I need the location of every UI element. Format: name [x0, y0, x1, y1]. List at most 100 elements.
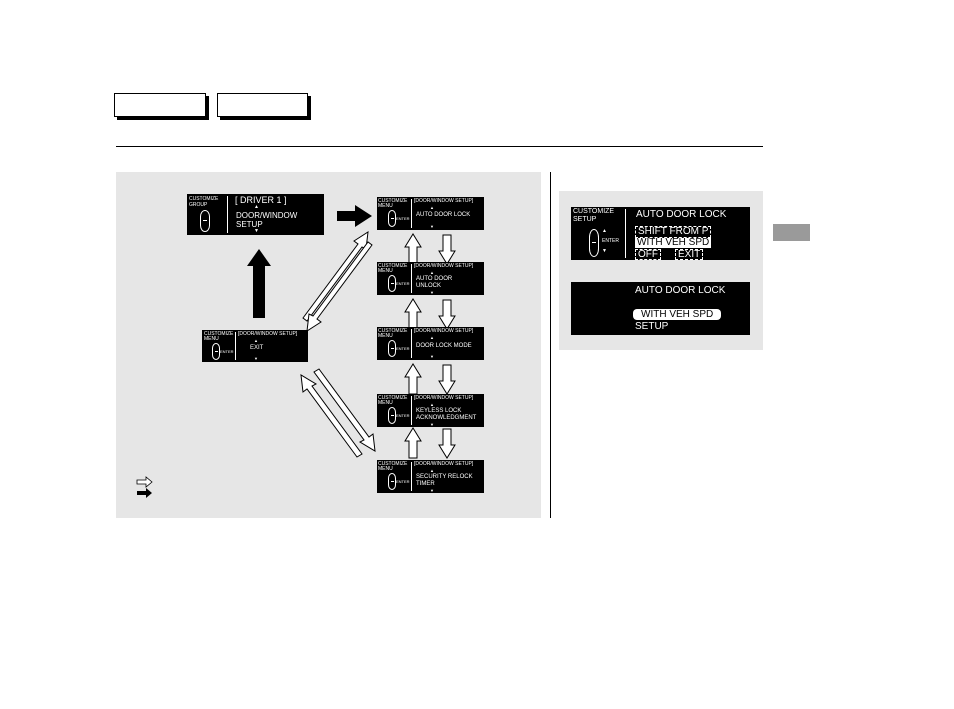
- legend-outline-arrow-icon: [136, 476, 153, 488]
- option-with-veh-spd[interactable]: WITH VEH SPD: [635, 237, 712, 248]
- down-triangle-icon: ▼: [602, 248, 607, 254]
- exit-screen: CUSTOMIZE MENU ENTER [DOOR/WINDOW SETUP]…: [202, 330, 308, 362]
- result-selected-option: WITH VEH SPD: [633, 309, 722, 320]
- menu-screen-keyless-lock-acknowledgment: CUSTOMIZE MENU ENTER [DOOR/WINDOW SETUP]…: [377, 394, 484, 427]
- up-triangle-icon: ▲: [430, 270, 434, 275]
- menu-screen-item-line2: TIMER: [416, 481, 435, 487]
- menu-screen-item-line1: DOOR LOCK MODE: [416, 343, 472, 349]
- header-rule: [116, 146, 763, 147]
- menu-screen-item-line2: ACKNOWLEDGMENT: [416, 415, 477, 421]
- main-screen-line1: [ DRIVER 1 ]: [235, 195, 287, 205]
- down-triangle-icon: ▼: [254, 228, 259, 234]
- menu-screen-item-line1: AUTO DOOR LOCK: [416, 212, 471, 218]
- option-exit[interactable]: EXIT: [675, 249, 704, 260]
- arrow-down-outline-icon: [438, 299, 456, 330]
- result-screen: AUTO DOOR LOCK WITH VEH SPD SETUP: [571, 282, 750, 335]
- screen-separator: [411, 462, 412, 491]
- selector-dial-icon: [212, 343, 220, 360]
- down-triangle-icon: ▼: [430, 290, 434, 295]
- down-triangle-icon: ▼: [430, 422, 434, 427]
- menu-screen-security-relock-timer: CUSTOMIZE MENU ENTER [DOOR/WINDOW SETUP]…: [377, 460, 484, 493]
- menu-screen-label-1: CUSTOMIZE: [378, 263, 408, 269]
- screen-separator: [411, 396, 412, 425]
- up-triangle-icon: ▲: [430, 335, 434, 340]
- enter-label: ENTER: [396, 479, 410, 484]
- exit-screen-label-2: MENU: [204, 336, 219, 342]
- legend-solid-arrow-icon: [137, 488, 152, 498]
- section-tab: [773, 224, 810, 241]
- arrow-up-outline-icon: [404, 233, 422, 265]
- menu-screen-label-2: MENU: [378, 268, 393, 274]
- main-screen-label-2: GROUP: [189, 202, 208, 208]
- setup-screen: CUSTOMIZE SETUP ▲ ENTER ▼ AUTO DOOR LOCK…: [571, 207, 750, 260]
- arrow-right-solid-icon: [337, 205, 372, 227]
- up-triangle-icon: ▲: [430, 402, 434, 407]
- enter-label: ENTER: [220, 349, 234, 354]
- enter-label: ENTER: [396, 281, 410, 286]
- down-triangle-icon: ▼: [254, 356, 258, 361]
- main-screen-line2: DOOR/WINDOW: [236, 211, 298, 220]
- menu-screen-label-2: MENU: [378, 466, 393, 472]
- menu-screen-label-1: CUSTOMIZE: [378, 198, 408, 204]
- screen-separator: [411, 199, 412, 228]
- menu-screen-label-1: CUSTOMIZE: [378, 395, 408, 401]
- enter-label: ENTER: [396, 216, 410, 221]
- result-screen-title: AUTO DOOR LOCK: [635, 285, 726, 296]
- column-divider: [550, 172, 551, 518]
- menu-screen-label-1: CUSTOMIZE: [378, 461, 408, 467]
- menu-screen-door-lock-mode: CUSTOMIZE MENU ENTER [DOOR/WINDOW SETUP]…: [377, 327, 484, 360]
- menu-screen-auto-door-lock: CUSTOMIZE MENU ENTER [DOOR/WINDOW SETUP]…: [377, 197, 484, 230]
- down-triangle-icon: ▼: [430, 488, 434, 493]
- main-screen-label-1: CUSTOMIZE: [189, 196, 219, 202]
- menu-screen-item-line1: KEYLESS LOCK: [416, 408, 462, 414]
- selector-dial-icon: [388, 473, 396, 490]
- down-triangle-icon: ▼: [430, 354, 434, 359]
- menu-screen-item-line2: UNLOCK: [416, 283, 442, 289]
- exit-screen-title: [DOOR/WINDOW SETUP]: [238, 331, 298, 337]
- header-tab-2[interactable]: [217, 93, 308, 117]
- menu-screen-label-2: MENU: [378, 333, 393, 339]
- menu-screen-title: [DOOR/WINDOW SETUP]: [414, 328, 474, 334]
- menu-screen-item-line1: SECURITY RELOCK: [416, 474, 473, 480]
- setup-screen-label-1: CUSTOMIZE: [573, 208, 615, 215]
- screen-separator: [235, 332, 236, 360]
- setup-screen-label-2: SETUP: [573, 216, 597, 223]
- selector-dial-icon: [388, 275, 396, 292]
- header-tab-1[interactable]: [114, 93, 206, 117]
- arrow-down-outline-icon: [438, 234, 456, 265]
- screen-separator: [625, 209, 626, 258]
- arrow-up-outline-icon: [404, 427, 422, 459]
- up-triangle-icon: ▲: [254, 204, 259, 210]
- arrow-up-solid-icon: [247, 249, 271, 318]
- selector-dial-icon: [388, 340, 396, 357]
- arrow-down-outline-icon: [438, 364, 456, 395]
- setup-screen-title: AUTO DOOR LOCK: [636, 209, 727, 220]
- screen-separator: [411, 264, 412, 293]
- diagonal-arrows-lower-icon: [300, 368, 376, 458]
- up-triangle-icon: ▲: [602, 228, 607, 234]
- enter-label: ENTER: [396, 346, 410, 351]
- menu-screen-label-1: CUSTOMIZE: [378, 328, 408, 334]
- up-triangle-icon: ▲: [254, 338, 258, 343]
- selector-dial-icon: [388, 210, 396, 227]
- screen-separator: [411, 329, 412, 358]
- menu-screen-label-2: MENU: [378, 400, 393, 406]
- menu-screen-label-2: MENU: [378, 203, 393, 209]
- selector-dial-icon: [200, 210, 210, 232]
- menu-screen-title: [DOOR/WINDOW SETUP]: [414, 263, 474, 269]
- selector-dial-icon: [388, 407, 396, 424]
- down-triangle-icon: ▼: [430, 224, 434, 229]
- menu-screen-title: [DOOR/WINDOW SETUP]: [414, 395, 474, 401]
- main-screen: CUSTOMIZE GROUP [ DRIVER 1 ] ▲ DOOR/WIND…: [187, 194, 324, 235]
- screen-separator: [227, 196, 228, 233]
- result-status: SETUP: [635, 321, 669, 332]
- main-screen-line3: SETUP: [236, 220, 263, 229]
- enter-label: ENTER: [396, 413, 410, 418]
- enter-label: ENTER: [602, 238, 619, 244]
- option-off[interactable]: OFF: [635, 249, 661, 260]
- menu-screen-auto-door-unlock: CUSTOMIZE MENU ENTER [DOOR/WINDOW SETUP]…: [377, 262, 484, 295]
- exit-screen-label-1: CUSTOMIZE: [204, 331, 234, 337]
- option-shift-from-p[interactable]: SHIFT FROM P: [635, 226, 712, 238]
- arrow-up-outline-icon: [404, 363, 422, 395]
